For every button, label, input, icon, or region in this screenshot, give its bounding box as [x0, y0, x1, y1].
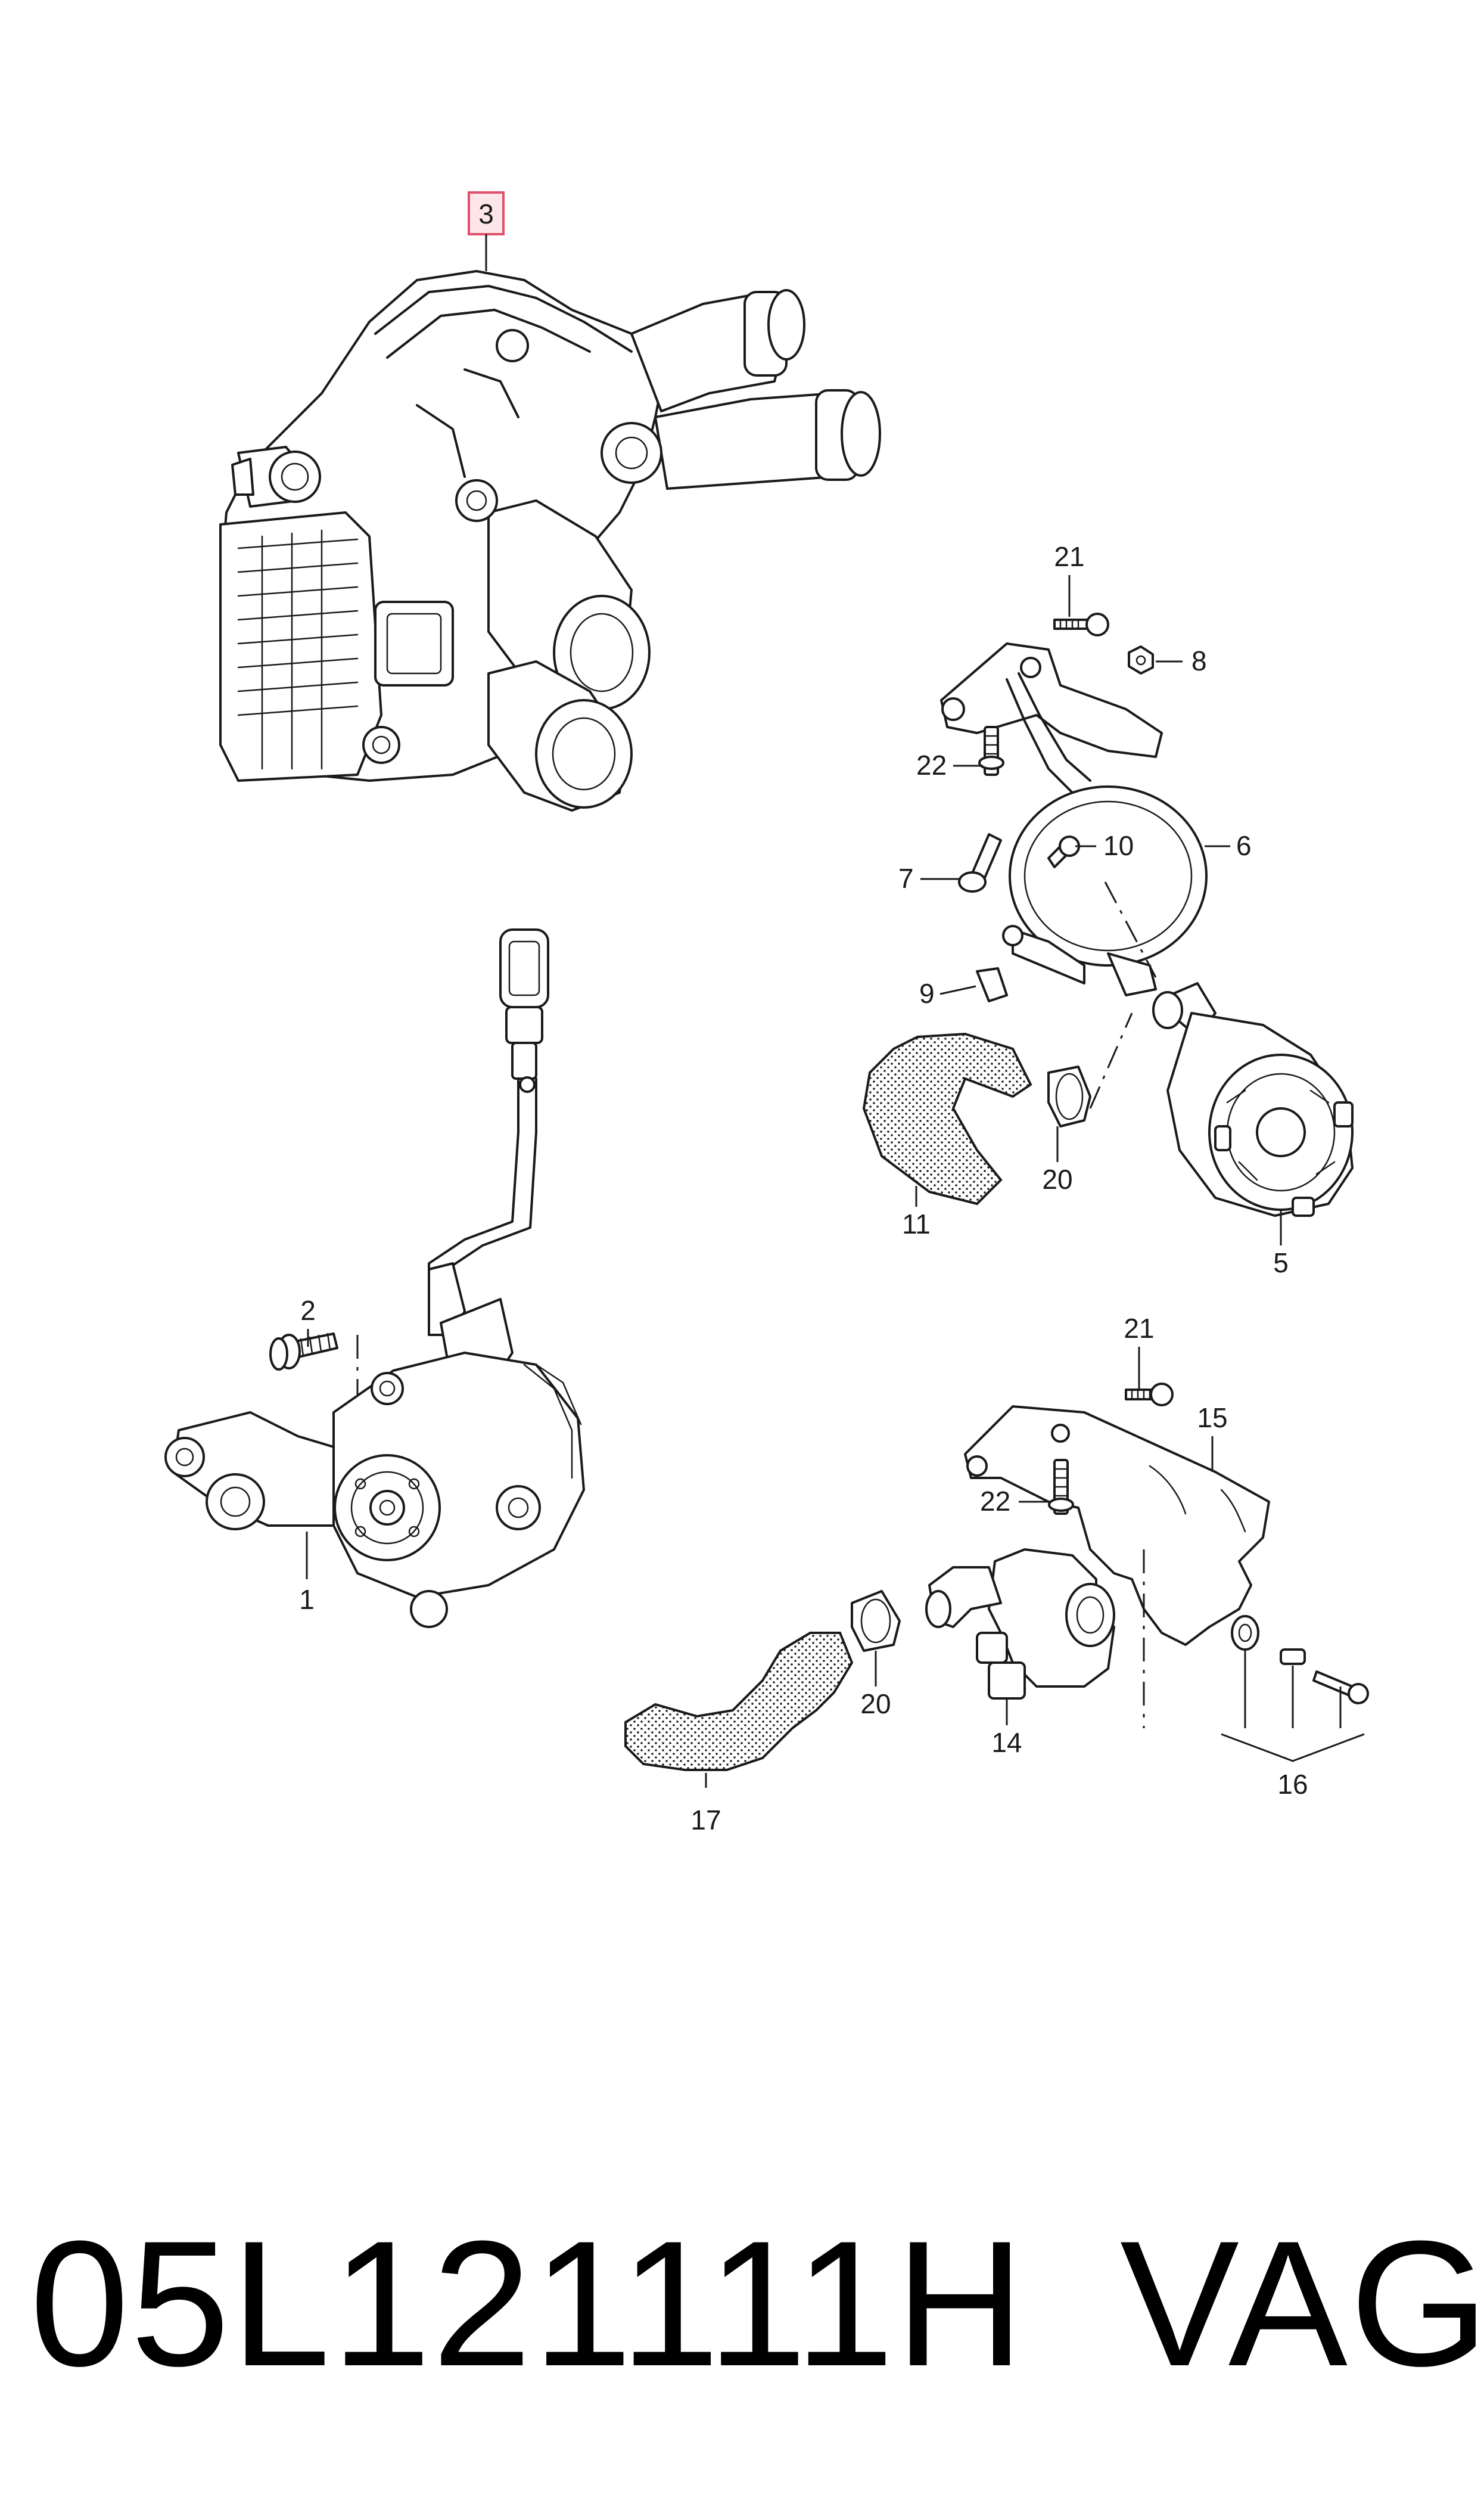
svg-text:20: 20 [860, 1688, 891, 1719]
pump-assembly-1-drawing [164, 928, 585, 1628]
electric-pump-14-drawing [624, 1383, 1369, 1771]
svg-text:6: 6 [1236, 830, 1252, 861]
callout-9[interactable]: 9 [919, 978, 976, 1009]
callout-8[interactable]: 8 [1156, 645, 1207, 676]
callout-16[interactable]: 16 [1221, 1651, 1365, 1800]
svg-text:22: 22 [916, 750, 947, 781]
callout-22-lower[interactable]: 22 [980, 1486, 1051, 1517]
svg-text:22: 22 [980, 1486, 1010, 1517]
callout-11[interactable]: 11 [902, 1186, 931, 1240]
callout-20-upper[interactable]: 20 [1042, 1126, 1073, 1195]
auxiliary-pump-5-drawing [862, 613, 1354, 1217]
callout-20-lower[interactable]: 20 [860, 1651, 891, 1719]
callout-21-upper[interactable]: 21 [1054, 541, 1085, 617]
callout-3[interactable]: 3 [468, 191, 505, 271]
part-number: 05L121111H [30, 2203, 1026, 2403]
svg-text:3: 3 [478, 198, 494, 229]
svg-text:9: 9 [919, 978, 935, 1009]
brand-label: VAG [1120, 2203, 1484, 2403]
svg-text:15: 15 [1197, 1402, 1227, 1433]
svg-text:7: 7 [898, 863, 914, 894]
svg-text:2: 2 [300, 1295, 316, 1326]
svg-text:17: 17 [690, 1804, 721, 1835]
coolant-pump-housing-drawing [219, 270, 881, 812]
callout-5[interactable]: 5 [1273, 1210, 1289, 1278]
callout-22-upper[interactable]: 22 [916, 750, 983, 781]
callout-2[interactable]: 2 [300, 1295, 316, 1347]
callout-14[interactable]: 14 [991, 1698, 1022, 1758]
callout-1[interactable]: 1 [299, 1532, 315, 1615]
footer: 05L121111H VAG [0, 2205, 1484, 2455]
svg-text:21: 21 [1054, 541, 1084, 572]
svg-text:10: 10 [1103, 830, 1134, 861]
callout-17[interactable]: 17 [690, 1773, 721, 1835]
callout-7[interactable]: 7 [898, 863, 959, 894]
svg-text:16: 16 [1277, 1769, 1308, 1800]
callout-15[interactable]: 15 [1197, 1402, 1228, 1472]
callout-10[interactable]: 10 [1075, 830, 1134, 861]
svg-text:14: 14 [991, 1727, 1022, 1758]
svg-text:21: 21 [1124, 1313, 1154, 1344]
svg-text:11: 11 [902, 1209, 931, 1240]
svg-text:20: 20 [1042, 1164, 1072, 1195]
callout-6[interactable]: 6 [1205, 830, 1252, 861]
svg-text:5: 5 [1273, 1247, 1289, 1278]
svg-text:1: 1 [299, 1584, 315, 1615]
callout-21-lower[interactable]: 21 [1124, 1313, 1155, 1389]
svg-text:8: 8 [1191, 645, 1207, 676]
